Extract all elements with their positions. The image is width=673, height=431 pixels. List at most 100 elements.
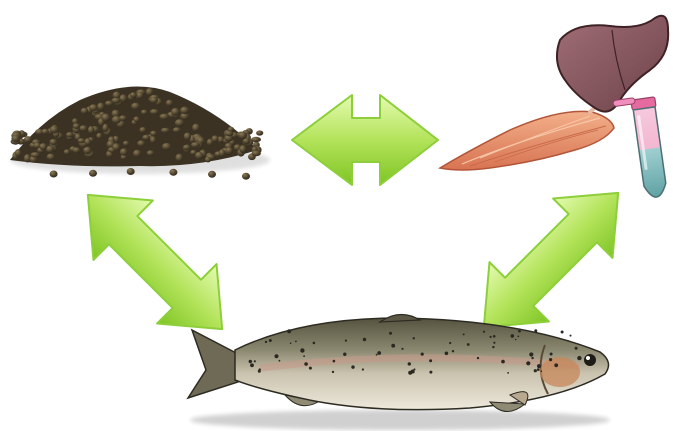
fish-spot: [391, 344, 395, 348]
fish-spot: [429, 359, 432, 362]
pellet: [79, 125, 87, 131]
pellet: [251, 137, 261, 142]
pellet: [50, 139, 58, 145]
pellet: [24, 136, 32, 143]
fish-spot: [429, 371, 432, 374]
fish-spot: [295, 341, 297, 343]
fish-spot: [401, 348, 403, 350]
fish-spot: [249, 360, 252, 363]
rainbow-trout-icon: [188, 314, 610, 430]
pellet: [207, 139, 214, 146]
pellet: [183, 145, 191, 150]
fish-spot: [554, 363, 558, 367]
pellet: [89, 104, 98, 111]
fish-spot: [333, 360, 336, 363]
pellet: [50, 126, 59, 134]
pellet: [15, 149, 22, 157]
fish-spot: [477, 357, 479, 359]
fish-spot: [534, 369, 537, 372]
pellet: [166, 100, 173, 107]
pellet: [141, 110, 148, 115]
pellet: [88, 126, 94, 134]
pellet: [171, 108, 180, 116]
fish-spot: [501, 360, 505, 364]
fish-spot: [567, 340, 569, 342]
fish-spot: [254, 360, 256, 362]
fish-spot: [452, 350, 454, 352]
fish-spot: [529, 352, 533, 356]
fish-spot: [411, 370, 415, 374]
pellet: [252, 150, 261, 156]
sample-tube-icon: [613, 95, 669, 201]
fish-spot: [507, 372, 509, 374]
fish-spot: [534, 329, 537, 332]
fish-spot: [518, 330, 521, 333]
pellet: [192, 124, 200, 132]
fish-spot: [269, 339, 272, 342]
pellet: [191, 142, 200, 148]
pellet: [24, 154, 31, 162]
pellet: [120, 148, 128, 156]
pellet: [180, 107, 189, 115]
fish-spot: [300, 348, 304, 352]
pellet: [73, 123, 80, 129]
fish-spot: [351, 365, 354, 368]
pellet: [112, 143, 120, 151]
fish-spot: [413, 337, 415, 339]
fish-spot: [377, 351, 381, 355]
fish-spot: [265, 341, 267, 343]
pellet: [238, 132, 247, 140]
fish-spot: [531, 357, 533, 359]
pellet: [119, 115, 127, 121]
pellet: [239, 145, 246, 153]
fish-spot: [492, 346, 494, 348]
pellet: [150, 136, 156, 143]
pellet: [205, 157, 211, 163]
fish-spot: [279, 360, 281, 362]
pellet: [50, 171, 58, 178]
fish-spot: [537, 368, 540, 371]
pellet: [225, 131, 234, 137]
fish-spot: [550, 353, 553, 356]
fish-spot: [515, 339, 517, 341]
pellet: [161, 128, 170, 133]
pellet: [175, 119, 185, 127]
pellet: [66, 132, 74, 137]
fish-spot: [313, 342, 316, 345]
fish-spot: [575, 347, 578, 350]
arrow-feed-tissues: [292, 95, 438, 185]
pellet: [85, 138, 92, 145]
fish-spot: [363, 338, 366, 341]
arrow-feed-fish: [58, 165, 252, 359]
pellet: [219, 149, 225, 157]
fish-spot: [561, 331, 564, 334]
fish-spot: [290, 342, 292, 344]
fish-spot: [376, 354, 378, 356]
pellet: [78, 138, 86, 143]
pellet: [83, 147, 91, 155]
pellet: [105, 101, 113, 107]
pellet: [147, 150, 155, 156]
fish-spot: [258, 370, 261, 373]
fish-spot: [549, 358, 552, 361]
pellet: [42, 129, 49, 135]
fish-spot: [537, 364, 541, 368]
fish-spot: [445, 352, 449, 356]
fish-spot: [483, 331, 485, 333]
fish-spot: [345, 340, 347, 342]
pellet: [146, 88, 154, 96]
pellet: [47, 154, 56, 161]
pellet: [123, 141, 129, 146]
pellet: [150, 97, 158, 103]
pellet: [102, 114, 111, 122]
fish-spot: [250, 363, 254, 367]
fish-spot: [304, 362, 308, 366]
fish-spot: [541, 370, 543, 372]
pellet: [150, 131, 157, 137]
fish-spot: [570, 335, 572, 337]
pellet: [11, 135, 20, 142]
fish-spot: [467, 343, 470, 346]
pellet: [89, 170, 97, 177]
